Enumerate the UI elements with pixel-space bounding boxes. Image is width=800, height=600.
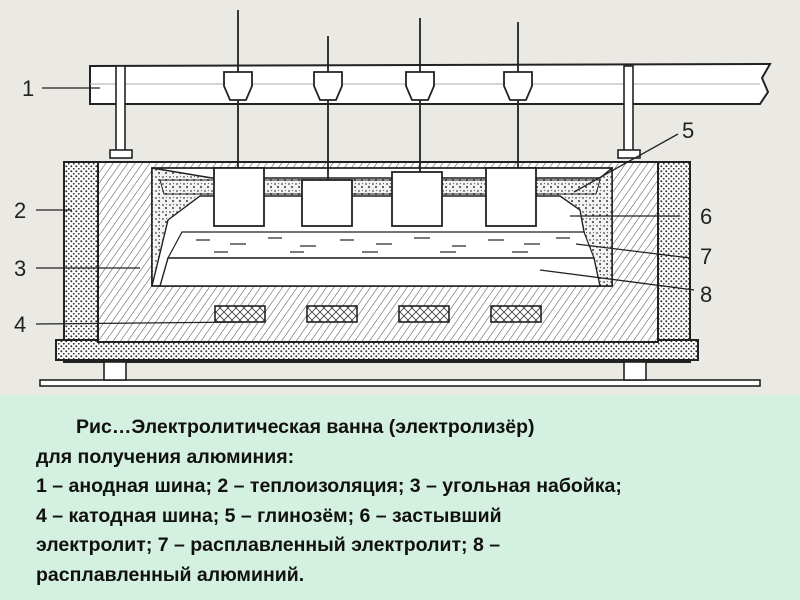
electrolyzer-diagram (35, 10, 772, 387)
figure-caption: Рис…Электролитическая ванна (электролизё… (36, 413, 776, 590)
shell-feet (103, 361, 647, 381)
support-columns (109, 65, 641, 159)
cathode-bus-bars (214, 305, 542, 323)
callout-1: 1 (22, 76, 35, 101)
caption-line-5: электролит; 7 – расплавленный электролит… (36, 534, 501, 556)
caption-line-1: Рис…Электролитическая ванна (электролизё… (76, 416, 535, 438)
carbon-anodes (213, 10, 537, 227)
callout-6: 6 (700, 204, 713, 229)
callout-7: 7 (700, 244, 713, 269)
pointer-lines (35, 87, 695, 325)
caption-line-4: 4 – катодная шина; 5 – глинозём; 6 – зас… (36, 504, 502, 527)
callout-3: 3 (14, 256, 27, 281)
callout-2: 2 (14, 198, 27, 223)
caption-line-3: 1 – анодная шина; 2 – теплоизоляция; 3 –… (36, 475, 622, 497)
caption-line-6: расплавленный алюминий. (36, 563, 305, 586)
callout-4: 4 (14, 312, 27, 337)
callout-5: 5 (682, 118, 695, 143)
caption-panel: Рис…Электролитическая ванна (электролизё… (0, 395, 800, 600)
callout-8: 8 (700, 282, 713, 307)
caption-line-2: для получения алюминия: (36, 445, 295, 468)
molten-electrolyte (166, 231, 595, 259)
molten-aluminium (159, 257, 601, 287)
